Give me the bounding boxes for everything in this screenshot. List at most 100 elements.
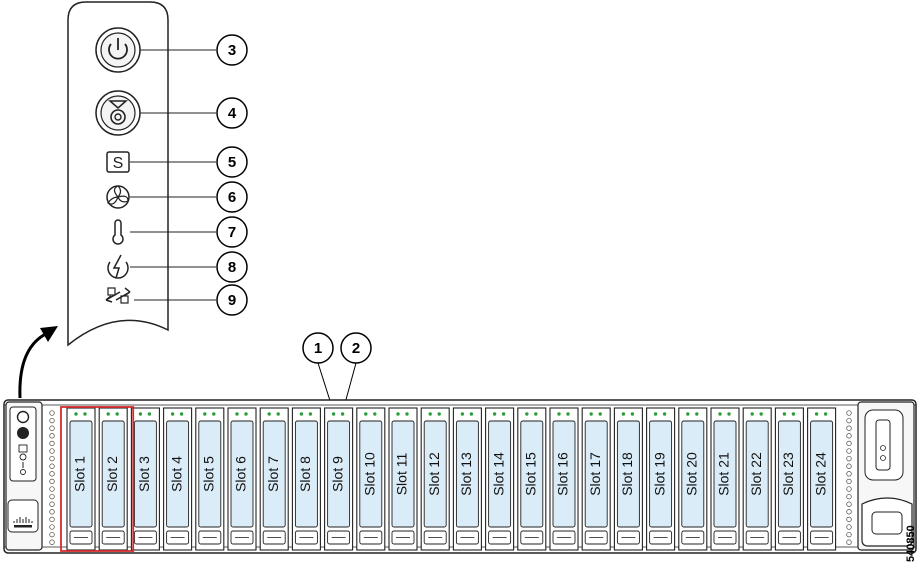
slot-label: Slot 18 (619, 452, 635, 496)
vent-hole (846, 478, 852, 485)
vent-hole (846, 425, 852, 431)
drive-status-led (662, 412, 667, 416)
drive-bay-21[interactable]: Slot 21 (710, 407, 740, 551)
drive-status-led (437, 412, 441, 416)
drive-bay-2[interactable]: Slot 2 (98, 407, 128, 551)
drive-status-led (308, 412, 313, 416)
vent-hole (846, 433, 852, 439)
drive-bay-17[interactable]: Slot 17 (581, 407, 611, 551)
slot-label: Slot 24 (812, 452, 828, 496)
vent-hole (846, 516, 852, 523)
right-vent-holes (846, 410, 852, 545)
drive-bay-7[interactable]: Slot 7 (259, 407, 289, 551)
drive-activity-led (621, 412, 626, 416)
slot-label: Slot 1 (72, 456, 88, 492)
drive-bay-22[interactable]: Slot 22 (742, 407, 772, 551)
drive-activity-led (299, 412, 304, 416)
power-button-icon (95, 27, 141, 73)
drive-bay-12[interactable]: Slot 12 (420, 407, 450, 551)
figure-id: 540850 (905, 525, 917, 562)
unit-identification-button-icon (95, 90, 141, 136)
drive-activity-led (718, 412, 722, 416)
drive-activity-led (106, 412, 110, 416)
drive-bay-15[interactable]: Slot 15 (517, 407, 547, 551)
drive-activity-led (782, 412, 787, 416)
drive-status-led (340, 412, 345, 416)
callout-1: 1 (302, 332, 334, 364)
drive-bay-8[interactable]: Slot 8 (291, 407, 321, 551)
drive-bay-16[interactable]: Slot 16 (549, 407, 579, 551)
drive-status-led (695, 412, 699, 416)
drive-bay-19[interactable]: Slot 19 (646, 407, 676, 551)
drive-bay-4[interactable]: Slot 4 (163, 407, 193, 551)
slot-label: Slot 4 (168, 456, 184, 492)
drive-bay-3[interactable]: Slot 3 (130, 407, 160, 551)
ear-unit-id-button-icon (17, 427, 29, 439)
drive-bay-1[interactable]: Slot 1 (66, 407, 96, 551)
drive-bay-23[interactable]: Slot 23 (774, 407, 804, 551)
drive-status-led (501, 412, 506, 416)
vent-hole (846, 493, 852, 500)
callout-7: 7 (216, 216, 248, 248)
slot-label: Slot 15 (523, 452, 539, 496)
vent-hole (846, 501, 852, 507)
svg-text:6: 6 (228, 189, 236, 206)
slot-label: Slot 3 (136, 456, 152, 492)
callout-5: 5 (216, 146, 248, 178)
drive-activity-led (653, 412, 658, 416)
drive-activity-led (138, 412, 143, 416)
drive-activity-led (74, 412, 78, 416)
vent-hole (846, 524, 852, 530)
svg-text:1: 1 (314, 340, 322, 357)
slot-label: Slot 20 (684, 452, 700, 496)
drive-bay-14[interactable]: Slot 14 (485, 407, 515, 551)
drive-bay-24[interactable]: Slot 24 (807, 407, 837, 551)
drive-bay-20[interactable]: Slot 20 (678, 407, 708, 551)
svg-text:S: S (113, 155, 124, 172)
drive-activity-led (203, 412, 207, 416)
drive-led-callouts: 1 2 (302, 332, 372, 408)
control-panel-outline (67, 1, 169, 347)
svg-text:4: 4 (228, 105, 237, 122)
slot-label: Slot 13 (458, 452, 474, 496)
drive-bay-9[interactable]: Slot 9 (324, 407, 354, 551)
vent-hole (49, 539, 55, 545)
vent-hole (49, 463, 55, 469)
vent-hole (49, 448, 55, 454)
drive-status-led (115, 412, 119, 416)
slot-label: Slot 11 (394, 453, 410, 496)
slot-label: Slot 6 (233, 456, 249, 492)
right-rack-ear (857, 401, 915, 551)
slot-label: Slot 9 (329, 456, 345, 492)
svg-text:3: 3 (228, 42, 236, 59)
drive-bay-18[interactable]: Slot 18 (613, 407, 643, 551)
drive-status-led (727, 412, 731, 416)
drive-status-led (179, 412, 184, 416)
vent-hole (49, 440, 55, 447)
drive-status-led (147, 412, 152, 416)
slot-label: Slot 19 (651, 452, 667, 496)
cisco-logo-icon (13, 517, 33, 528)
drive-bay-13[interactable]: Slot 13 (452, 407, 482, 551)
vent-hole (49, 524, 55, 530)
drive-bay-5[interactable]: Slot 5 (195, 407, 225, 551)
drive-activity-led (267, 412, 271, 416)
slot-label: Slot 22 (748, 452, 764, 496)
callout-8: 8 (216, 251, 248, 283)
slot-label: Slot 7 (265, 456, 281, 492)
server-chassis: Slot 1 Slot 2 Slot 3 Slot 4 Slot 5 Slot 6 Slot… (3, 399, 917, 554)
drive-bay-6[interactable]: Slot 6 (227, 407, 257, 551)
vent-hole (49, 478, 55, 485)
drive-activity-led (428, 412, 432, 416)
svg-text:2: 2 (352, 340, 360, 357)
drive-bay-11[interactable]: Slot 11 (388, 407, 418, 551)
drive-activity-led (492, 412, 497, 416)
drive-activity-led (235, 412, 239, 416)
drive-bay-10[interactable]: Slot 10 (356, 407, 386, 551)
drive-status-led (630, 412, 635, 416)
svg-text:9: 9 (228, 292, 236, 309)
vent-hole (49, 433, 55, 439)
vent-hole (846, 471, 852, 477)
drive-activity-led (557, 412, 561, 416)
